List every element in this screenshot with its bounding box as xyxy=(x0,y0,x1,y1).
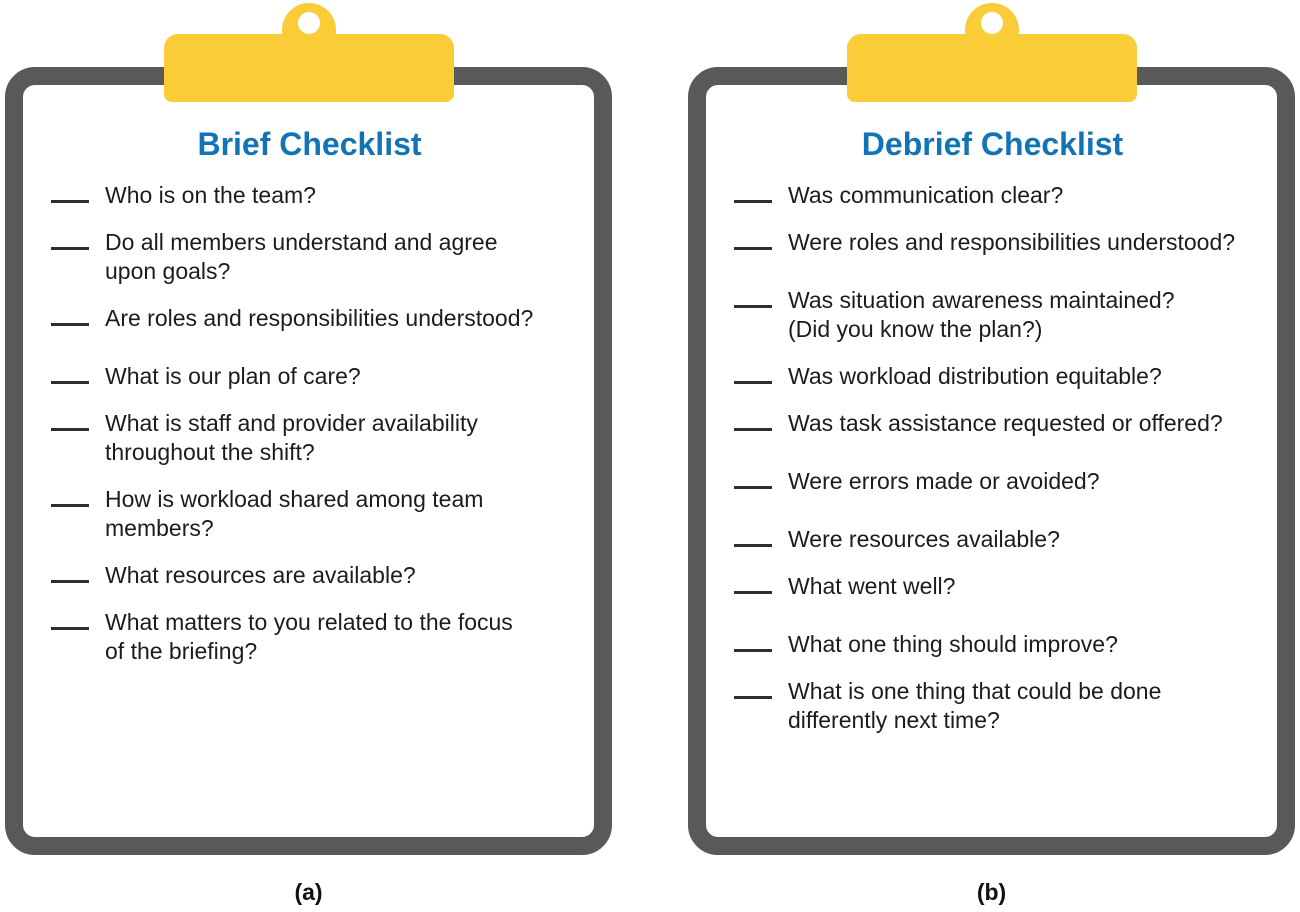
checklist-item: Was workload distribution equitable? xyxy=(734,362,1251,391)
blank-line xyxy=(51,485,89,507)
page-title: Debrief Checklist xyxy=(861,126,1124,162)
blank-line xyxy=(51,608,89,630)
checklist-item: Was situation awareness maintained? (Did… xyxy=(734,286,1251,344)
blank-line xyxy=(734,181,772,203)
checklist-item: Were resources available? xyxy=(734,525,1251,554)
checklist-item: What went well? xyxy=(734,572,1251,601)
clipboard-clip-icon xyxy=(163,3,454,103)
blank-line xyxy=(734,525,772,547)
checklist-item-text: What is our plan of care? xyxy=(105,363,361,389)
checklist-item-text: Was workload distribution equitable? xyxy=(788,363,1162,389)
clip-body xyxy=(163,34,454,102)
checklist-item: Were roles and responsibilities understo… xyxy=(734,228,1251,257)
checklist-item-text: What resources are available? xyxy=(105,562,416,588)
blank-line xyxy=(51,304,89,326)
checklist-item: What resources are available? xyxy=(51,561,568,590)
checklist-item: What is one thing that could be done dif… xyxy=(734,677,1251,735)
checklist-item-text: Was communication clear? xyxy=(788,182,1064,208)
blank-line xyxy=(734,677,772,699)
clip-ring-hole xyxy=(297,12,320,34)
checklist-item: Do all members understand and agree upon… xyxy=(51,228,568,286)
checklist-item: Was task assistance requested or offered… xyxy=(734,409,1251,438)
checklist-item: How is workload shared among team member… xyxy=(51,485,568,543)
checklist-item: Were errors made or avoided? xyxy=(734,467,1251,496)
checklist-item-text: Do all members understand and agree upon… xyxy=(105,229,498,284)
checklist-item: What is staff and provider availability … xyxy=(51,409,568,467)
blank-line xyxy=(734,286,772,308)
checklist-item-text: How is workload shared among team member… xyxy=(105,486,484,541)
clipboard-board: Brief Checklist Who is on the team? Do al… xyxy=(5,67,612,855)
clipboard-content: Brief Checklist Who is on the team? Do al… xyxy=(41,103,576,819)
blank-line xyxy=(734,467,772,489)
checklist-item-text: Was task assistance requested or offered… xyxy=(788,410,1223,436)
clipboard-content: Debrief Checklist Was communication clea… xyxy=(724,103,1259,819)
checklist-item-text: Were roles and responsibilities understo… xyxy=(788,229,1236,255)
clipboard-board: Debrief Checklist Was communication clea… xyxy=(688,67,1295,855)
blank-line xyxy=(734,409,772,431)
subfigure-caption-b: (b) xyxy=(976,879,1007,905)
blank-line xyxy=(51,409,89,431)
checklist-item-text: What one thing should improve? xyxy=(788,631,1118,657)
checklist-item-text: What matters to you related to the focus… xyxy=(105,609,513,664)
blank-line xyxy=(51,561,89,583)
checklist-item-text: What is staff and provider availability … xyxy=(105,410,478,465)
checklist-item-text: Was situation awareness maintained? (Did… xyxy=(788,287,1175,342)
checklist-item: Was communication clear? xyxy=(734,181,1251,210)
clipboard-debrief: Debrief Checklist Was communication clea… xyxy=(688,3,1295,905)
checklist: Was communication clear? Were roles and r… xyxy=(734,181,1251,735)
blank-line xyxy=(734,228,772,250)
checklist-item-text: Who is on the team? xyxy=(105,182,316,208)
blank-line xyxy=(734,630,772,652)
clip-ring-hole xyxy=(980,12,1003,34)
clip-body xyxy=(846,34,1137,102)
checklist-item-text: Were resources available? xyxy=(788,526,1060,552)
clipboard-clip-icon xyxy=(846,3,1137,103)
checklist-item-text: Are roles and responsibilities understoo… xyxy=(105,305,534,331)
checklist-item: What one thing should improve? xyxy=(734,630,1251,659)
checklist-item: What matters to you related to the focus… xyxy=(51,608,568,666)
blank-line xyxy=(734,572,772,594)
checklist: Who is on the team? Do all members unders… xyxy=(51,181,568,666)
checklist-item-text: Were errors made or avoided? xyxy=(788,468,1100,494)
checklist-item-text: What is one thing that could be done dif… xyxy=(788,678,1162,733)
blank-line xyxy=(51,181,89,203)
checklist-item: Are roles and responsibilities understoo… xyxy=(51,304,568,333)
checklist-item: Who is on the team? xyxy=(51,181,568,210)
clipboard-brief: Brief Checklist Who is on the team? Do al… xyxy=(5,3,612,905)
blank-line xyxy=(51,362,89,384)
checklist-item: What is our plan of care? xyxy=(51,362,568,391)
blank-line xyxy=(51,228,89,250)
checklist-item-text: What went well? xyxy=(788,573,956,599)
subfigure-caption-a: (a) xyxy=(294,879,323,905)
blank-line xyxy=(734,362,772,384)
page-title: Brief Checklist xyxy=(197,126,422,162)
